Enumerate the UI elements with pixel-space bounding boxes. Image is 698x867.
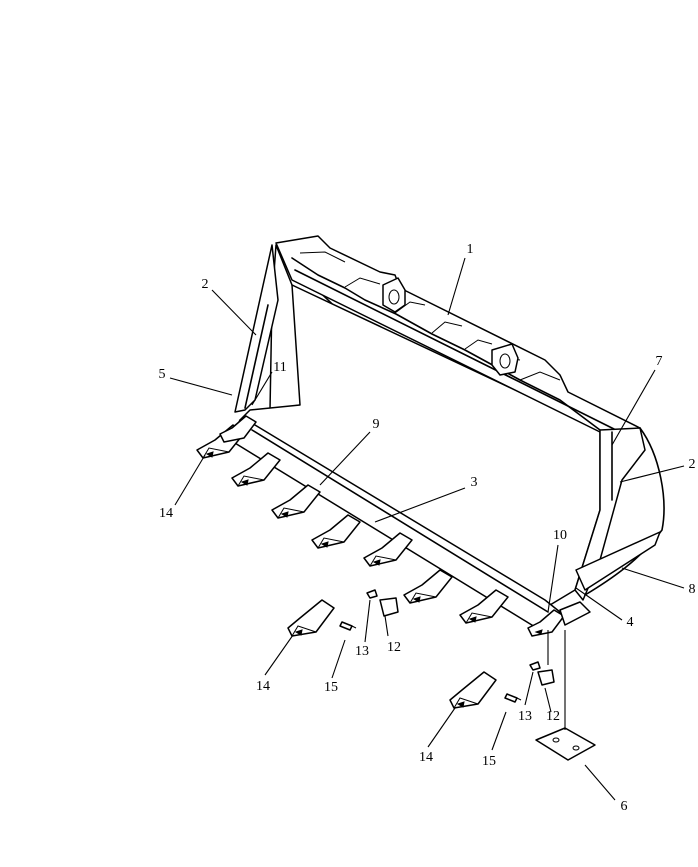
callout-3: 3 <box>470 475 478 490</box>
callout-13-mid: 13 <box>355 644 369 659</box>
callout-8: 8 <box>688 582 696 597</box>
callout-11: 11 <box>273 360 287 375</box>
callout-14-mid: 14 <box>256 679 270 694</box>
callout-1: 1 <box>466 242 474 257</box>
callout-14-left: 14 <box>159 506 173 521</box>
callout-13-right: 13 <box>518 709 532 724</box>
callout-2-right: 2 <box>688 457 696 472</box>
bucket-body <box>229 235 665 631</box>
callout-2-left: 2 <box>201 277 209 292</box>
callout-6: 6 <box>620 799 628 814</box>
bucket-teeth <box>196 415 591 637</box>
callout-7: 7 <box>655 354 663 369</box>
callout-15-right: 15 <box>482 754 496 769</box>
callout-10: 10 <box>553 528 567 543</box>
callout-5: 5 <box>158 367 166 382</box>
callout-12-mid: 12 <box>387 640 401 655</box>
callout-14-right: 14 <box>419 750 433 765</box>
callout-4: 4 <box>626 615 634 630</box>
exploded-parts <box>287 589 596 761</box>
callout-15-mid: 15 <box>324 680 338 695</box>
leader-lines <box>169 257 685 801</box>
callout-12-right: 12 <box>546 709 560 724</box>
callout-9: 9 <box>372 417 380 432</box>
